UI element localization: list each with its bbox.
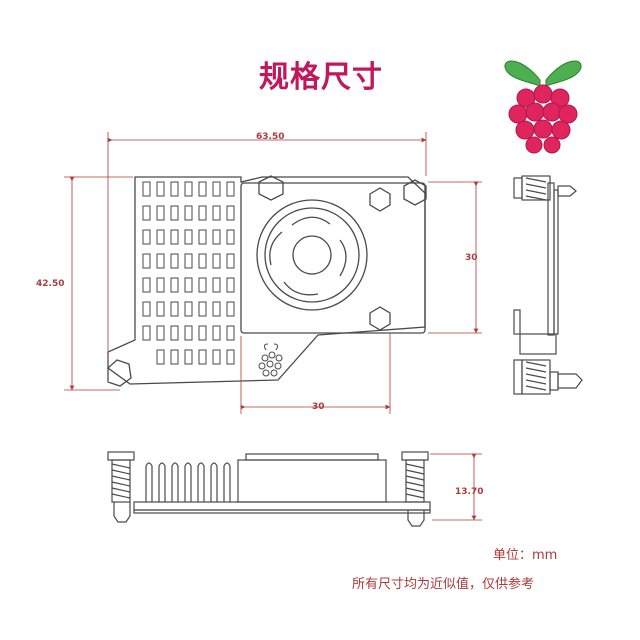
- fin-slot: [184, 325, 193, 341]
- fin-slot: [212, 181, 221, 197]
- front-fin: [184, 462, 192, 502]
- fin-slot: [226, 253, 235, 269]
- dim-thickness: 13.70: [455, 487, 484, 497]
- side-view: [513, 175, 583, 395]
- fin-slot: [198, 181, 207, 197]
- fin-slot: [142, 301, 151, 317]
- front-fin: [197, 462, 205, 502]
- fin-slot: [170, 229, 179, 245]
- fin-slot: [198, 301, 207, 317]
- front-view-dimension: [430, 453, 482, 521]
- dim-overall-height: 42.50: [36, 279, 65, 289]
- fin-slot: [226, 229, 235, 245]
- front-fin: [210, 462, 218, 502]
- fin-slot: [198, 325, 207, 341]
- fin-slot: [184, 301, 193, 317]
- fin-slot: [156, 205, 165, 221]
- front-fin: [158, 462, 166, 502]
- fin-slot: [156, 181, 165, 197]
- fin-slot: [142, 325, 151, 341]
- fin-slot: [156, 253, 165, 269]
- top-view: [107, 175, 427, 387]
- fin-slot: [226, 301, 235, 317]
- fin-slot: [212, 325, 221, 341]
- fin-slot: [184, 229, 193, 245]
- raspberry-pi-logo: [504, 60, 582, 154]
- fin-slot: [184, 349, 193, 365]
- dim-overall-width: 63.50: [256, 132, 285, 142]
- fin-slot: [184, 277, 193, 293]
- dim-fan-height: 30: [465, 253, 478, 263]
- fin-slot: [142, 181, 151, 197]
- fin-slot: [170, 349, 179, 365]
- front-fin: [223, 462, 231, 502]
- fin-slot: [142, 205, 151, 221]
- fin-slot: [184, 181, 193, 197]
- fin-slot: [198, 349, 207, 365]
- board-logo-icon: [258, 343, 283, 377]
- fin-slot: [212, 229, 221, 245]
- unit-label: 单位：mm: [493, 548, 558, 563]
- fin-slot: [156, 229, 165, 245]
- fin-slot: [198, 253, 207, 269]
- fin-slot: [198, 205, 207, 221]
- fin-slot: [170, 325, 179, 341]
- fin-slot: [226, 181, 235, 197]
- fin-slot: [198, 277, 207, 293]
- fin-slot: [170, 205, 179, 221]
- front-fin: [171, 462, 179, 502]
- dim-fan-width: 30: [312, 402, 325, 412]
- fin-slot: [170, 277, 179, 293]
- top-view-dimensions: [64, 132, 482, 414]
- fin-slot: [156, 325, 165, 341]
- fin-slot: [212, 205, 221, 221]
- fin-slot: [142, 229, 151, 245]
- fin-slot: [170, 181, 179, 197]
- front-fin: [145, 462, 153, 502]
- fin-slot: [226, 277, 235, 293]
- fin-slot: [156, 277, 165, 293]
- fin-slot: [184, 205, 193, 221]
- fin-slot: [142, 277, 151, 293]
- fin-slot: [212, 301, 221, 317]
- fin-slot: [170, 301, 179, 317]
- fin-slot: [156, 349, 165, 365]
- heatsink-fin-grid: [142, 181, 235, 365]
- fin-slot: [212, 349, 221, 365]
- fin-slot: [212, 253, 221, 269]
- approximation-note: 所有尺寸均为近似值，仅供参考: [352, 577, 535, 592]
- fin-slot: [198, 229, 207, 245]
- front-view: [107, 451, 431, 527]
- fin-slot: [226, 349, 235, 365]
- fin-slot: [142, 253, 151, 269]
- fin-slot: [226, 325, 235, 341]
- fin-slot: [212, 277, 221, 293]
- page-title: 规格尺寸: [259, 60, 383, 95]
- fin-slot: [156, 301, 165, 317]
- fin-slot: [226, 205, 235, 221]
- fin-slot: [170, 253, 179, 269]
- fin-slot: [184, 253, 193, 269]
